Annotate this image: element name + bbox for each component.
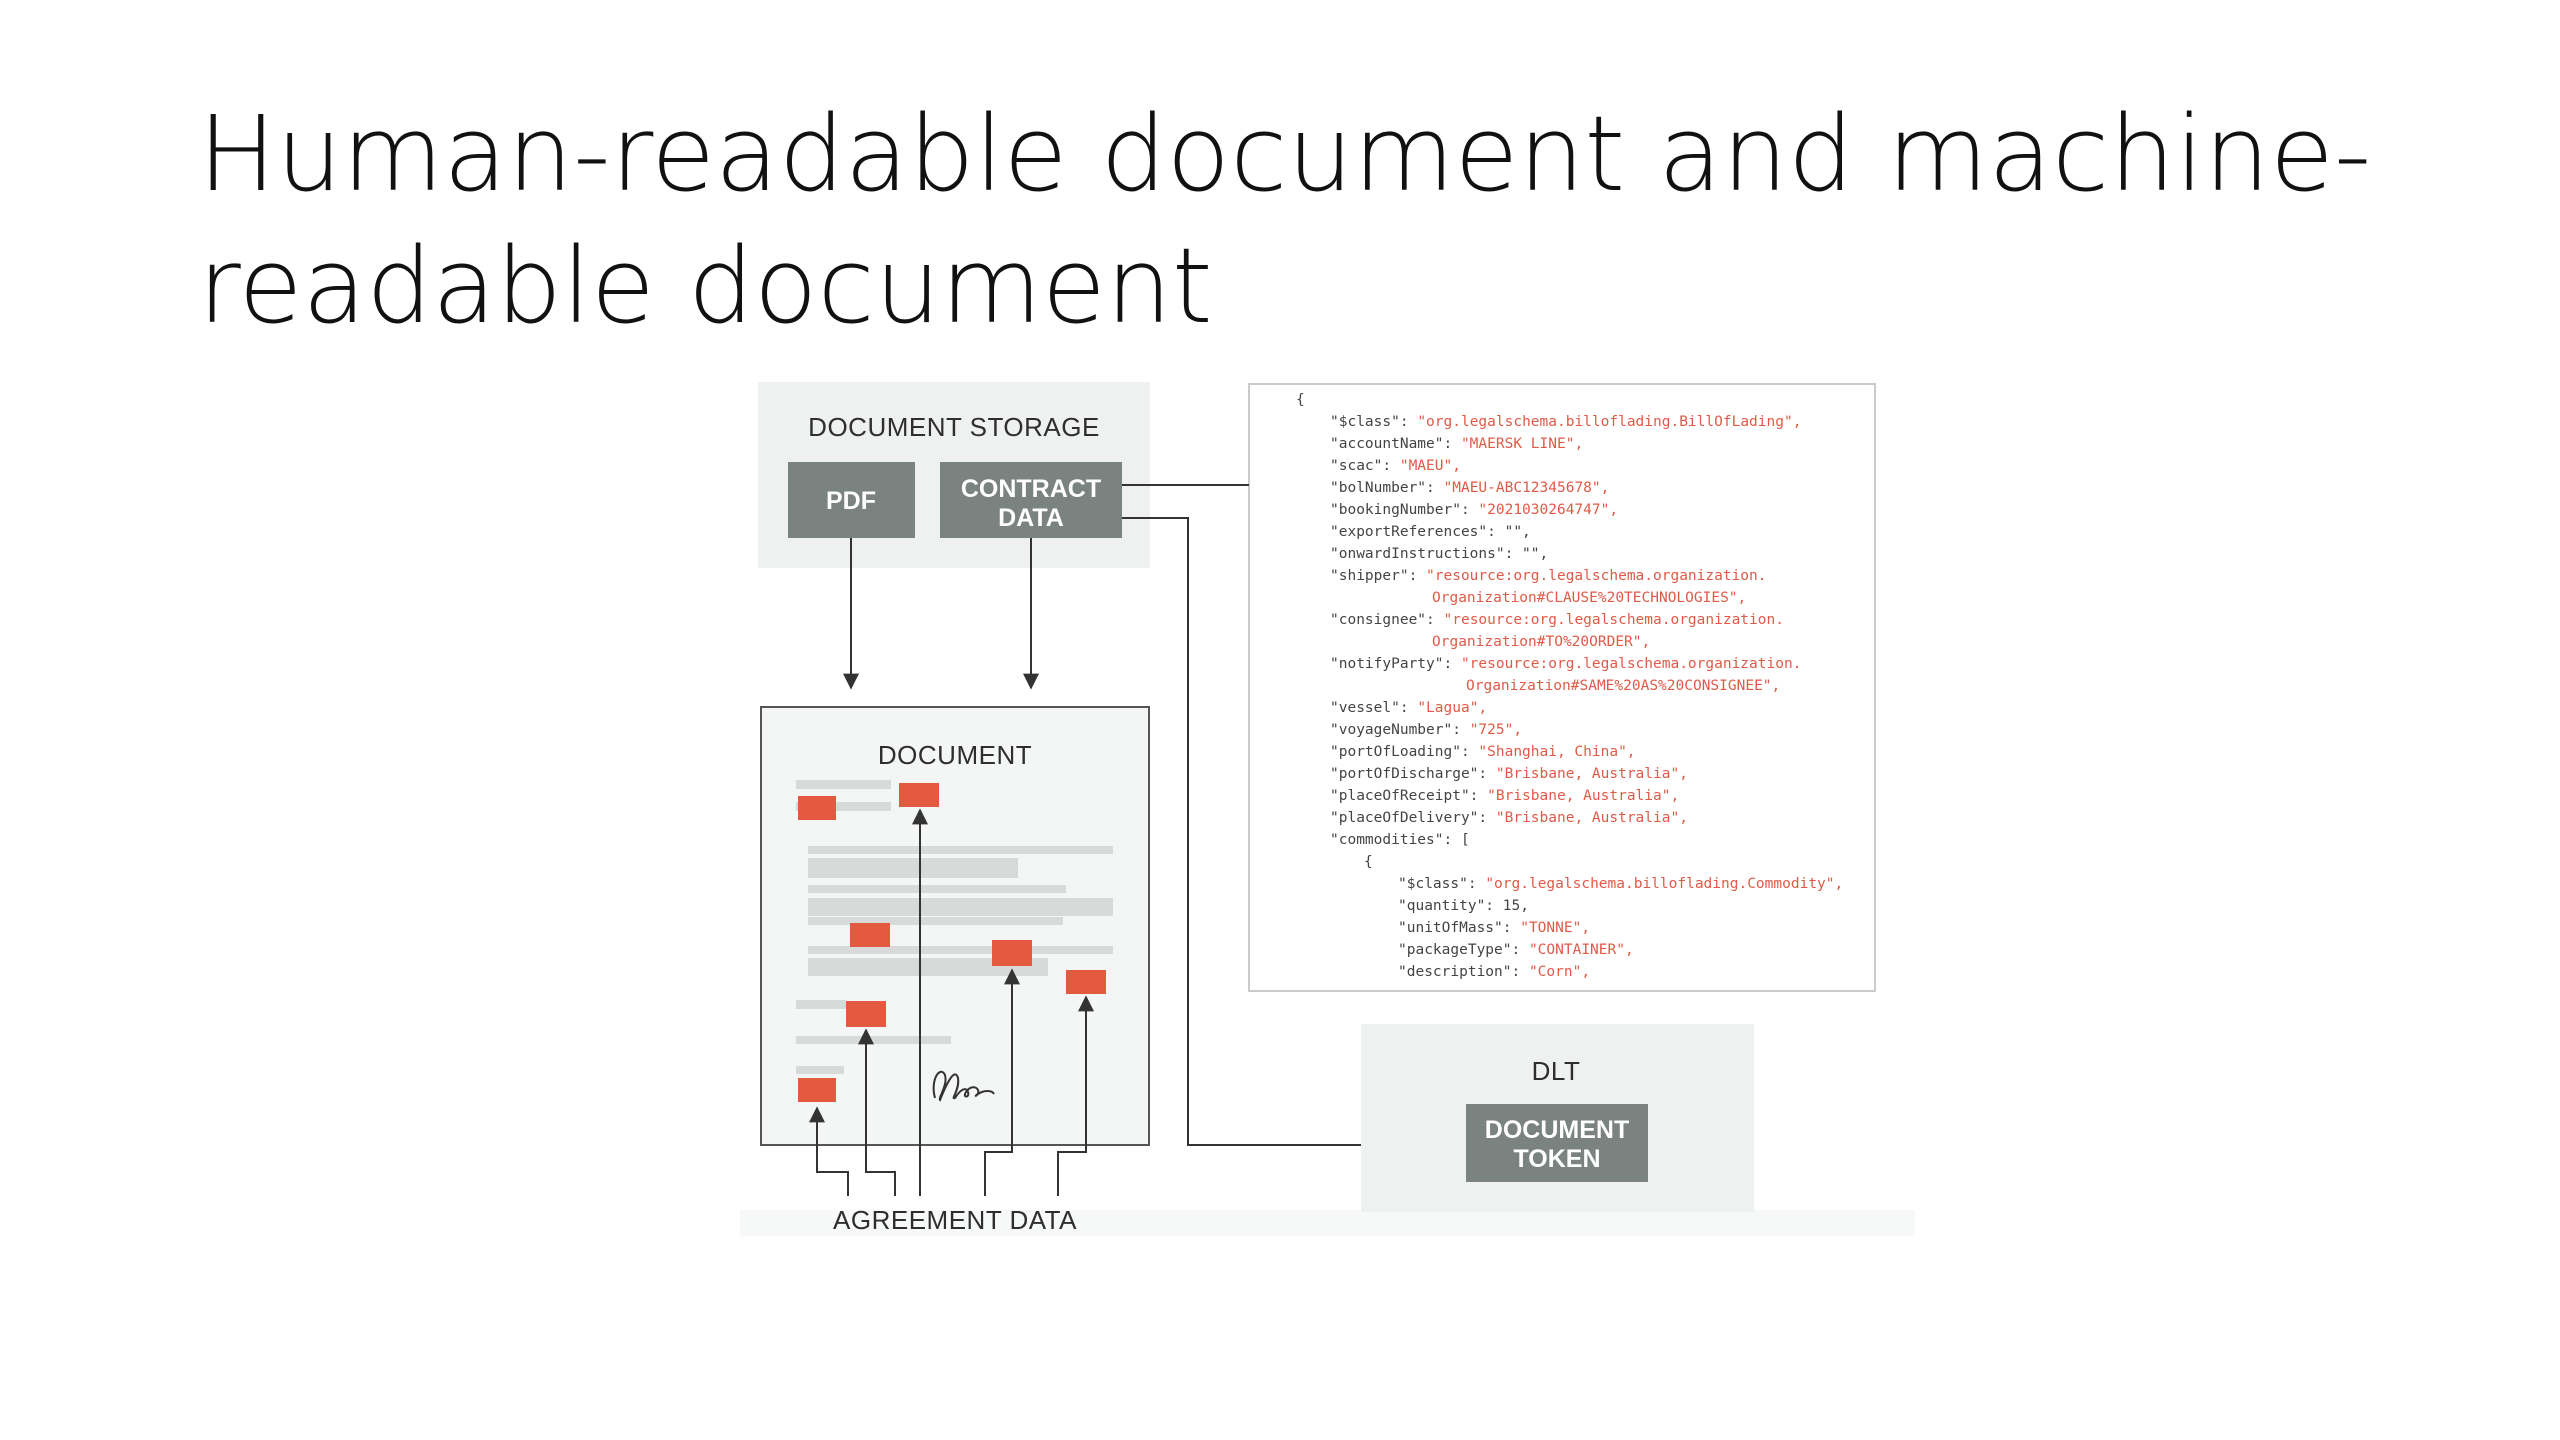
- json-line: {: [1364, 854, 1373, 870]
- json-line: Organization#TO%20ORDER",: [1432, 634, 1650, 650]
- dlt-panel: DLT DOCUMENT TOKEN: [1361, 1024, 1754, 1212]
- json-line: {: [1296, 392, 1305, 408]
- document-token-label-line2: TOKEN: [1513, 1145, 1600, 1173]
- json-line: "accountName": "MAERSK LINE",: [1330, 436, 1583, 452]
- document-panel: DOCUMENT: [760, 706, 1150, 1146]
- json-line: "notifyParty": "resource:org.legalschema…: [1330, 656, 1801, 672]
- json-line: "description": "Corn",: [1398, 964, 1590, 980]
- json-line: "$class": "org.legalschema.billoflading.…: [1330, 414, 1801, 430]
- contract-to-token-arrow: [1122, 517, 1467, 1153]
- json-line: "bookingNumber": "2021030264747",: [1330, 502, 1618, 518]
- json-line: "packageType": "CONTAINER",: [1398, 942, 1634, 958]
- json-line: "onwardInstructions": "",: [1330, 546, 1548, 562]
- slide-title-line1: Human-readable document and machine-: [198, 93, 2372, 215]
- slide-title: Human-readable document and machine- rea…: [198, 88, 2448, 352]
- json-line: "commodities": [: [1330, 832, 1470, 848]
- document-storage-label: DOCUMENT STORAGE: [808, 412, 1100, 442]
- json-line: "consignee": "resource:org.legalschema.o…: [1330, 612, 1784, 628]
- json-line: "voyageNumber": "725",: [1330, 722, 1522, 738]
- agreement-data-label: AGREEMENT DATA: [833, 1205, 1077, 1235]
- json-line: "portOfDischarge": "Brisbane, Australia"…: [1330, 766, 1688, 782]
- dlt-label: DLT: [1532, 1056, 1581, 1086]
- json-line: "vessel": "Lagua",: [1330, 700, 1487, 716]
- json-line: "unitOfMass": "TONNE",: [1398, 920, 1590, 936]
- json-line: "scac": "MAEU",: [1330, 458, 1461, 474]
- figure-bottom-strip: [740, 1210, 1915, 1236]
- json-lines: { "$class": "org.legalschema.billoflading…: [1296, 392, 1843, 980]
- contract-data-label-line1: CONTRACT: [961, 475, 1101, 503]
- pdf-label: PDF: [826, 487, 876, 515]
- json-line: "shipper": "resource:org.legalschema.org…: [1330, 568, 1767, 584]
- json-line: "quantity": 15,: [1398, 898, 1529, 914]
- signature-icon: [932, 1070, 995, 1102]
- pdf-box: PDF: [788, 462, 915, 538]
- document-storage-panel: DOCUMENT STORAGE PDF CONTRACT DATA: [758, 382, 1150, 568]
- json-line: Organization#CLAUSE%20TECHNOLOGIES",: [1432, 590, 1746, 606]
- slide-title-line2: readable document: [198, 225, 1213, 347]
- agreement-data-fields: [798, 783, 1106, 1102]
- contract-data-box: CONTRACT DATA: [940, 462, 1122, 538]
- json-line: "placeOfDelivery": "Brisbane, Australia"…: [1330, 810, 1688, 826]
- json-line: Organization#SAME%20AS%20CONSIGNEE",: [1466, 678, 1780, 694]
- json-line: "placeOfReceipt": "Brisbane, Australia",: [1330, 788, 1679, 804]
- contract-data-label-line2: DATA: [998, 504, 1064, 532]
- json-line: "bolNumber": "MAEU-ABC12345678",: [1330, 480, 1609, 496]
- json-line: "$class": "org.legalschema.billoflading.…: [1398, 876, 1843, 892]
- document-token-box: DOCUMENT TOKEN: [1466, 1104, 1648, 1182]
- document-token-label-line1: DOCUMENT: [1485, 1116, 1629, 1144]
- document-label: DOCUMENT: [878, 740, 1032, 770]
- json-line: "exportReferences": "",: [1330, 524, 1531, 540]
- json-line: "portOfLoading": "Shanghai, China",: [1330, 744, 1636, 760]
- agreement-data-arrows: [809, 808, 1094, 1196]
- json-code-panel: { "$class": "org.legalschema.billoflading…: [1248, 383, 1876, 992]
